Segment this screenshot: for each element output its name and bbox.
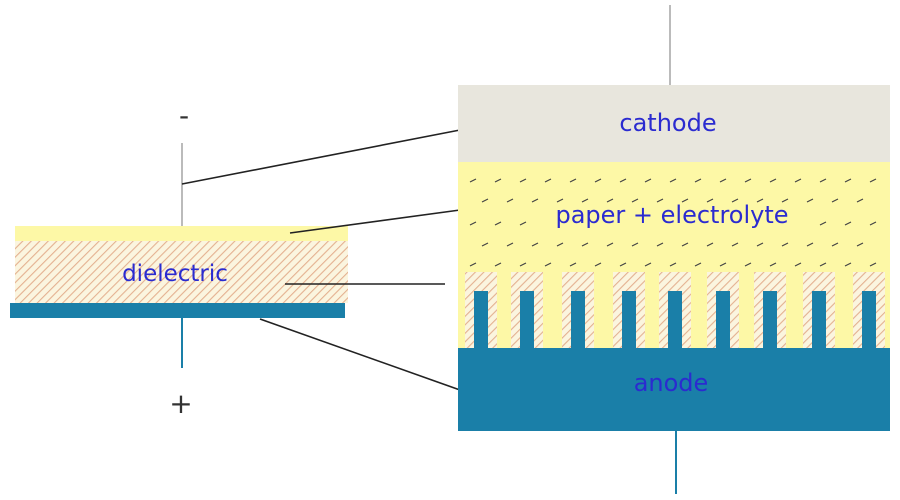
electrolyte-dash <box>781 198 789 203</box>
electrolyte-dash <box>494 178 502 183</box>
electrolyte-dash <box>831 198 839 203</box>
electrolyte-dash <box>469 262 477 267</box>
electrolyte-dash <box>556 242 564 247</box>
electrolyte-dash <box>806 198 814 203</box>
electrolyte-dash <box>681 242 689 247</box>
left-dielectric-layer <box>15 241 348 303</box>
electrolyte-dash <box>669 262 677 267</box>
electrolyte-dash <box>694 262 702 267</box>
electrolyte-dash <box>769 178 777 183</box>
electrolyte-dash <box>769 262 777 267</box>
left-anode-layer <box>10 303 345 318</box>
electrolyte-dash <box>844 221 852 226</box>
electrolyte-dash <box>519 221 527 226</box>
electrolyte-dash <box>631 242 639 247</box>
electrolyte-dash <box>656 198 664 203</box>
anode-finger <box>716 291 730 348</box>
electrolyte-dash <box>819 262 827 267</box>
electrolyte-dash <box>806 242 814 247</box>
electrolyte-dash <box>581 242 589 247</box>
electrolyte-dash <box>856 242 864 247</box>
electrolyte-dash <box>544 178 552 183</box>
plus-sign: + <box>169 387 192 420</box>
electrolyte-dash-pattern <box>469 178 877 267</box>
anode-finger <box>622 291 636 348</box>
electrolyte-dash <box>481 242 489 247</box>
electrolyte-dash <box>556 198 564 203</box>
electrolyte-dash <box>744 262 752 267</box>
electrolyte-dash <box>819 178 827 183</box>
electrolyte-dash <box>706 198 714 203</box>
electrolyte-dash <box>844 262 852 267</box>
right-cathode-layer <box>458 85 890 162</box>
electrolyte-dash <box>756 242 764 247</box>
left-electrolyte-layer <box>15 226 348 241</box>
anode-finger <box>862 291 876 348</box>
leader-line-electrolyte <box>289 209 461 234</box>
electrolyte-dash <box>869 178 877 183</box>
electrolyte-dash <box>619 178 627 183</box>
anode-finger <box>571 291 585 348</box>
right-anode-layer <box>458 348 890 431</box>
electrolyte-dash <box>569 178 577 183</box>
leader-line-cathode <box>181 129 461 185</box>
electrolyte-dash <box>506 242 514 247</box>
electrolyte-dash <box>869 221 877 226</box>
electrolyte-dash <box>606 198 614 203</box>
electrolyte-dash <box>494 262 502 267</box>
electrolyte-dash <box>581 198 589 203</box>
electrolyte-dash <box>719 178 727 183</box>
electrolyte-dash <box>844 178 852 183</box>
electrolyte-dash <box>631 198 639 203</box>
electrolyte-dash <box>706 242 714 247</box>
electrolyte-dash <box>644 262 652 267</box>
anode-finger <box>668 291 682 348</box>
electrolyte-dash <box>644 178 652 183</box>
cathode-label: cathode <box>619 109 716 137</box>
anode-label: anode <box>634 369 709 397</box>
electrolyte-dash <box>781 242 789 247</box>
electrolyte-dash <box>519 178 527 183</box>
electrolyte-dash <box>656 242 664 247</box>
electrolyte-dash <box>719 262 727 267</box>
electrolyte-dash <box>469 221 477 226</box>
electrolyte-dash <box>744 178 752 183</box>
electrolyte-dash <box>731 198 739 203</box>
electrolyte-dash <box>694 178 702 183</box>
anode-oxide-fingers <box>465 272 885 348</box>
anode-finger <box>520 291 534 348</box>
electrolyte-dash <box>731 242 739 247</box>
anode-finger <box>763 291 777 348</box>
electrolyte-dash <box>669 178 677 183</box>
electrolyte-dash <box>819 221 827 226</box>
electrolyte-dash <box>569 262 577 267</box>
electrolyte-dash <box>794 178 802 183</box>
electrolyte-dash <box>594 262 602 267</box>
electrolyte-label: paper + electrolyte <box>555 201 788 229</box>
leader-line-anode <box>259 318 461 391</box>
electrolyte-dash <box>681 198 689 203</box>
electrolyte-dash <box>869 262 877 267</box>
electrolyte-dash <box>481 198 489 203</box>
electrolyte-dash <box>531 198 539 203</box>
minus-sign: - <box>179 99 189 132</box>
anode-finger <box>474 291 488 348</box>
electrolyte-dash <box>606 242 614 247</box>
electrolyte-dash <box>594 178 602 183</box>
electrolyte-dash <box>544 262 552 267</box>
electrolyte-dash <box>856 198 864 203</box>
electrolyte-dash <box>619 262 627 267</box>
electrolyte-dash <box>469 178 477 183</box>
electrolyte-dash <box>506 198 514 203</box>
electrolyte-dash <box>756 198 764 203</box>
electrolyte-dash <box>831 242 839 247</box>
electrolyte-dash <box>794 262 802 267</box>
electrolyte-dash <box>519 262 527 267</box>
electrolyte-dash <box>494 221 502 226</box>
anode-finger <box>812 291 826 348</box>
electrolyte-dash <box>531 242 539 247</box>
dielectric-label: dielectric <box>122 261 228 287</box>
